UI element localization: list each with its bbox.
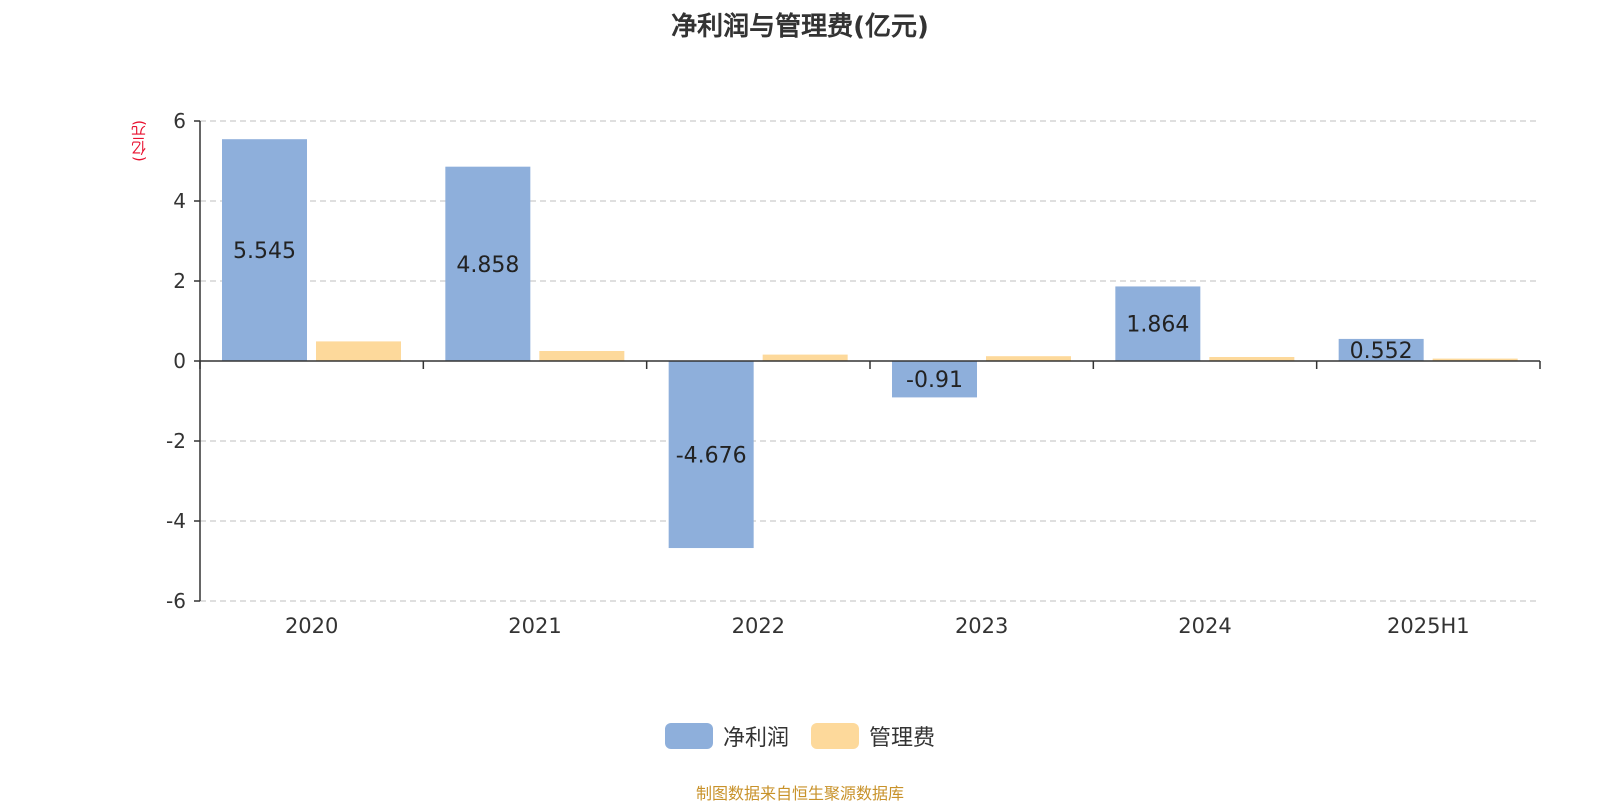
chart-legend: 净利润 管理费: [0, 720, 1600, 752]
x-tick-label: 2020: [285, 614, 338, 638]
bar-net-profit: [892, 361, 977, 398]
y-tick-label: 4: [173, 189, 186, 213]
bar-data-label: -4.676: [676, 444, 747, 469]
x-tick-label: 2025H1: [1387, 614, 1470, 638]
bar-net-profit: [1115, 286, 1201, 361]
x-tick-label: 2023: [955, 614, 1008, 638]
x-tick-label: 2021: [508, 614, 561, 638]
legend-item-admin-expense[interactable]: 管理费: [811, 720, 935, 752]
bar-net-profit: [445, 166, 531, 361]
y-tick-label: -4: [166, 509, 186, 533]
bar-net-profit: [222, 139, 307, 361]
bar-admin-expense: [1432, 358, 1518, 361]
source-note: 制图数据来自恒生聚源数据库: [695, 784, 904, 803]
legend-swatch-admin-expense: [811, 723, 859, 749]
y-tick-label: 0: [173, 349, 186, 373]
legend-swatch-net-profit: [664, 723, 713, 749]
legend-label-admin-expense: 管理费: [869, 726, 936, 751]
chart-title: 净利润与管理费(亿元): [671, 12, 929, 42]
bar-net-profit: [1338, 338, 1424, 361]
bar-data-label: 4.858: [456, 253, 519, 278]
bar-admin-expense: [539, 351, 625, 361]
bar-data-label: -0.91: [906, 368, 963, 393]
bar-admin-expense: [1209, 357, 1295, 361]
bar-net-profit: [668, 361, 754, 549]
y-tick-label: -6: [166, 589, 186, 613]
legend-item-net-profit[interactable]: 净利润: [664, 720, 789, 752]
bar-admin-expense: [762, 354, 848, 361]
legend-label-net-profit: 净利润: [722, 726, 789, 751]
bar-admin-expense: [986, 356, 1071, 361]
bar-data-label: 0.552: [1350, 339, 1413, 364]
bar-data-label: 5.545: [233, 239, 296, 264]
bar-admin-expense: [316, 341, 401, 361]
y-tick-label: 2: [173, 269, 186, 293]
y-tick-label: -2: [166, 429, 186, 453]
x-tick-label: 2024: [1178, 614, 1231, 638]
bar-data-label: 1.864: [1126, 313, 1189, 338]
x-tick-label: 2022: [732, 614, 785, 638]
y-tick-label: 6: [173, 109, 186, 133]
